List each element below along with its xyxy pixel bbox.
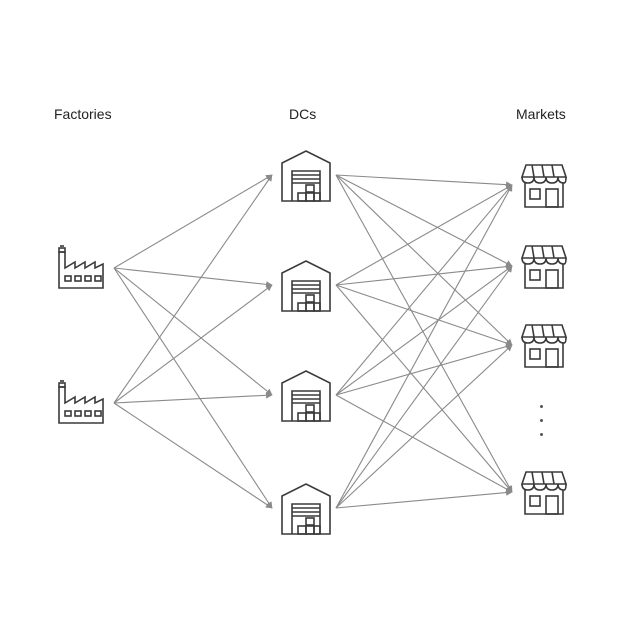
warehouse-icon-3 xyxy=(281,370,331,422)
edge-dc1-market3 xyxy=(335,174,513,346)
edge-dc1-market1 xyxy=(335,174,513,188)
edge-factory2-dc4 xyxy=(113,402,273,509)
store-icon-2 xyxy=(520,245,568,289)
edge-factory2-dc3 xyxy=(113,392,273,404)
edge-factory2-dc1 xyxy=(113,174,273,404)
connection-lines xyxy=(113,174,513,509)
edge-factory1-dc2 xyxy=(113,267,273,288)
edge-dc3-market4 xyxy=(335,394,513,493)
edge-dc4-market2 xyxy=(335,265,513,509)
edge-factory1-dc3 xyxy=(113,267,273,396)
edge-dc2-market4 xyxy=(335,284,513,493)
factory-icon-2 xyxy=(58,380,104,424)
markets-column-label: Markets xyxy=(516,106,566,122)
edge-dc3-market2 xyxy=(335,265,513,396)
edge-dc1-market4 xyxy=(335,174,513,493)
edge-dc1-market2 xyxy=(335,174,513,267)
edge-dc2-market1 xyxy=(335,184,513,286)
edge-factory2-dc2 xyxy=(113,284,273,404)
node-icons xyxy=(58,150,568,535)
edge-dc2-market2 xyxy=(335,263,513,286)
dcs-column-label: DCs xyxy=(289,106,317,122)
edge-dc3-market1 xyxy=(335,184,513,396)
store-icon-3 xyxy=(520,324,568,368)
factory-icon-1 xyxy=(58,245,104,289)
edge-dc4-market1 xyxy=(335,184,513,509)
warehouse-icon-1 xyxy=(281,150,331,202)
edge-dc2-market3 xyxy=(335,284,513,347)
edge-dc4-market3 xyxy=(335,344,513,509)
edge-factory1-dc4 xyxy=(113,267,273,509)
edge-dc4-market4 xyxy=(335,489,513,509)
warehouse-icon-4 xyxy=(281,483,331,535)
store-icon-1 xyxy=(520,164,568,208)
edge-dc3-market3 xyxy=(335,343,513,396)
edge-factory1-dc1 xyxy=(113,174,273,269)
factories-column-label: Factories xyxy=(54,106,112,122)
warehouse-icon-2 xyxy=(281,260,331,312)
store-icon-4 xyxy=(520,471,568,515)
